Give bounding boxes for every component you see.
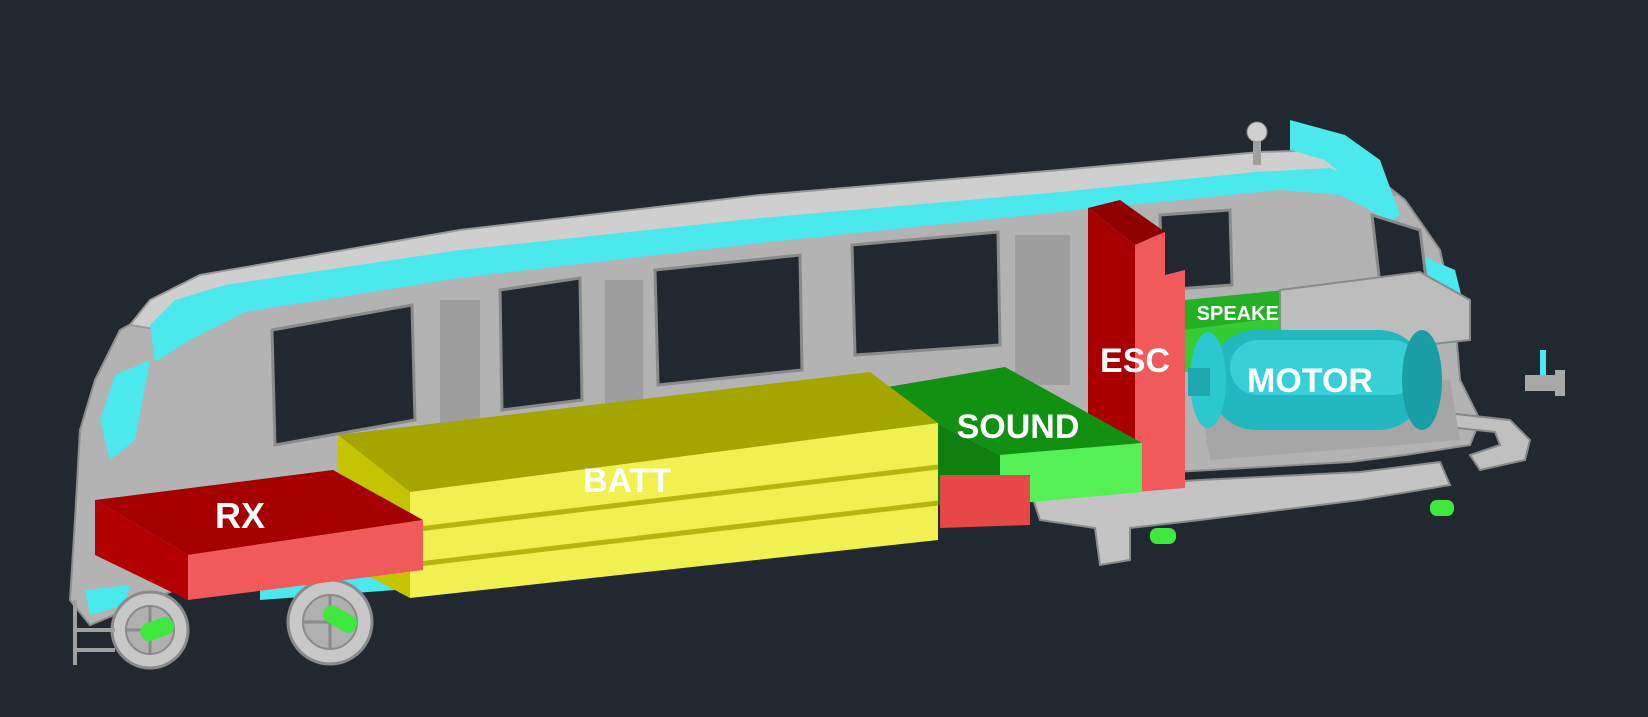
rear-lower-accent <box>85 585 130 615</box>
motor-label: MOTOR <box>1247 362 1373 400</box>
rx-block: RX <box>95 470 423 600</box>
axle-pin-4 <box>1430 500 1454 516</box>
cab-accent <box>1290 120 1400 225</box>
front-coupler <box>1525 350 1565 396</box>
batt-cell-line-2 <box>409 500 939 568</box>
speaker-label: SPEAKER <box>1197 303 1294 325</box>
window-1 <box>270 303 417 447</box>
window-2 <box>498 276 584 412</box>
sound-label: SOUND <box>957 408 1080 446</box>
batt-cell-line-1 <box>409 464 939 533</box>
rear-bogie <box>73 578 374 670</box>
motor-block: MOTOR <box>1188 330 1442 430</box>
window-3 <box>653 253 804 387</box>
axle-pin-2 <box>322 605 358 633</box>
pillar-2 <box>605 280 643 410</box>
esc-label: ESC <box>1100 342 1170 380</box>
rx-label: RX <box>215 495 265 536</box>
axle-pin-1 <box>140 616 174 642</box>
pillars <box>440 235 1070 435</box>
roof-accent-strip <box>150 168 1390 362</box>
batt-label: BATT <box>583 462 671 500</box>
windows <box>270 208 1430 447</box>
rear-accent <box>100 360 150 460</box>
axle-pin-3 <box>1150 528 1176 544</box>
pillar-1 <box>440 300 480 435</box>
roof-horn <box>1246 121 1268 165</box>
pillar-3 <box>1015 235 1070 385</box>
rear-step <box>73 600 115 665</box>
window-4 <box>850 230 1002 357</box>
